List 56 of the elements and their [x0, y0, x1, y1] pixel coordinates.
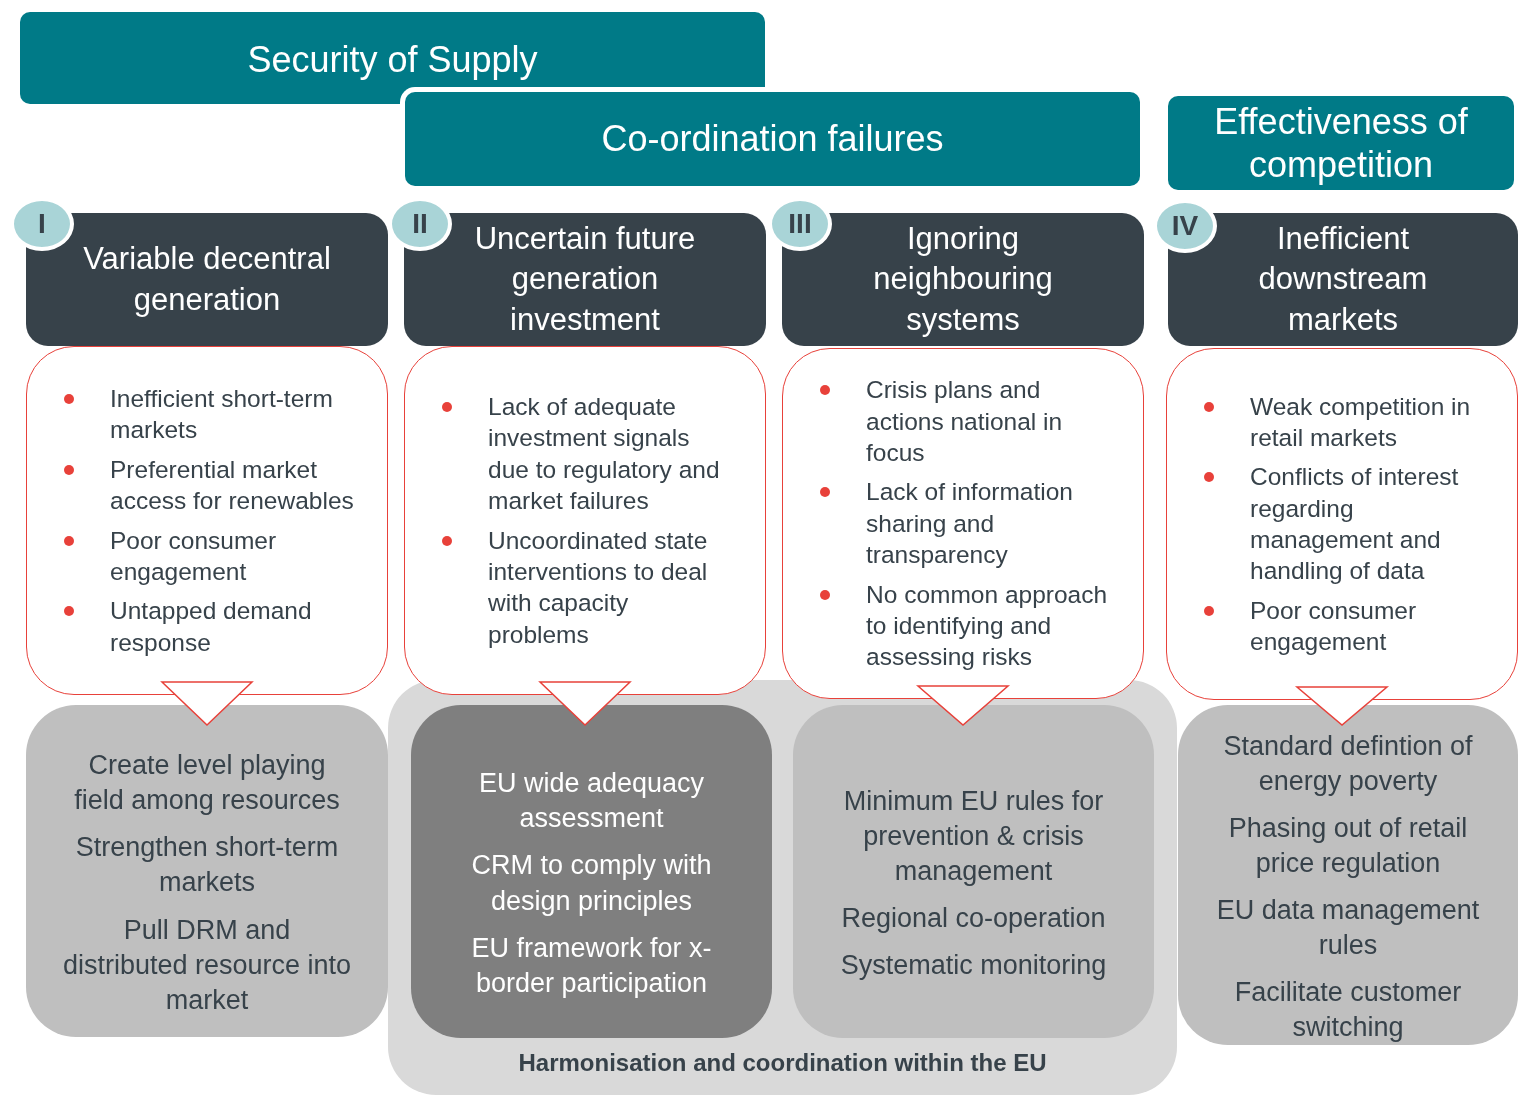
header-title: Uncertain future generation investment	[473, 220, 697, 339]
banner-title: Security of Supply	[246, 38, 539, 82]
harmonisation-panel	[388, 680, 1177, 1095]
header-title: Variable decentral generation	[82, 240, 332, 319]
problem-item: Weak competition in retail markets	[1250, 391, 1472, 453]
badge-numeral: I	[38, 208, 46, 240]
solution-item: Phasing out of retail price regulation	[1227, 811, 1469, 880]
problem-callout	[26, 346, 388, 695]
solution-item: EU wide adequacy assessment	[477, 767, 706, 836]
problem-item: Poor consumer engagement	[110, 525, 278, 587]
problem-item: No common approach to identifying and assessing risks	[866, 579, 1109, 673]
solution-item: Facilitate customer switching	[1233, 976, 1463, 1045]
category-banner	[1168, 96, 1514, 190]
solution-item: Systematic monitoring	[840, 949, 1107, 983]
problem-item: Inefficient short-term markets	[110, 384, 334, 446]
banner-title: Co-ordination failures	[600, 117, 945, 161]
problem-item: Untapped demand response	[110, 596, 313, 658]
problem-item: Preferential market access for renewables	[110, 454, 355, 517]
problem-item: Conflicts of interest regarding management and handling of data	[1250, 462, 1460, 587]
problem-callout	[782, 348, 1144, 699]
header-title: Inefficient downstream markets	[1257, 220, 1429, 339]
solution-item: Minimum EU rules for prevention & crisis management	[842, 784, 1105, 888]
solution-item: Create level playing field among resources	[73, 749, 341, 818]
problem-callout	[404, 346, 766, 695]
solution-panel	[793, 705, 1154, 1038]
solution-item: EU framework for x-border participation	[470, 931, 713, 1000]
pointer-arrow	[916, 685, 1010, 726]
solution-item: CRM to comply with design principles	[470, 849, 713, 918]
problem-callout	[1166, 348, 1518, 700]
solution-item: Pull DRM and distributed resource into market	[61, 913, 353, 1017]
solution-item: Regional co-operation	[841, 902, 1106, 936]
problem-header	[782, 213, 1144, 346]
problem-item: Poor consumer engagement	[1250, 595, 1418, 658]
solution-panel	[26, 705, 388, 1037]
category-banner	[20, 12, 765, 104]
solution-item: Strengthen short-term markets	[74, 831, 340, 900]
problem-item: Lack of adequate investment signals due to regulatory and market failures	[488, 392, 721, 517]
solution-panel	[411, 705, 772, 1038]
pointer-arrow	[1294, 686, 1390, 726]
solution-panel	[1178, 705, 1518, 1045]
panel-label: Harmonisation and coordination within the EU	[517, 1049, 1048, 1077]
solution-item: EU data management rules	[1215, 894, 1481, 963]
solution-item: Standard defintion of energy poverty	[1222, 729, 1474, 798]
pointer-arrow	[538, 681, 632, 727]
problem-item: Lack of information sharing and transparency	[866, 477, 1074, 571]
problem-item: Uncoordinated state interventions to deal with capacity problems	[488, 525, 709, 650]
pointer-arrow	[160, 681, 254, 727]
badge-numeral: II	[412, 208, 428, 240]
problem-header	[26, 213, 388, 346]
problem-header	[1168, 213, 1518, 346]
banner-title: Effectiveness of competition	[1213, 99, 1469, 187]
badge-numeral: IV	[1171, 210, 1199, 242]
problem-header	[404, 213, 766, 346]
problem-item: Crisis plans and actions national in focus	[866, 375, 1064, 469]
badge-numeral: III	[788, 208, 812, 240]
header-title: Ignoring neighbouring systems	[872, 220, 1054, 339]
